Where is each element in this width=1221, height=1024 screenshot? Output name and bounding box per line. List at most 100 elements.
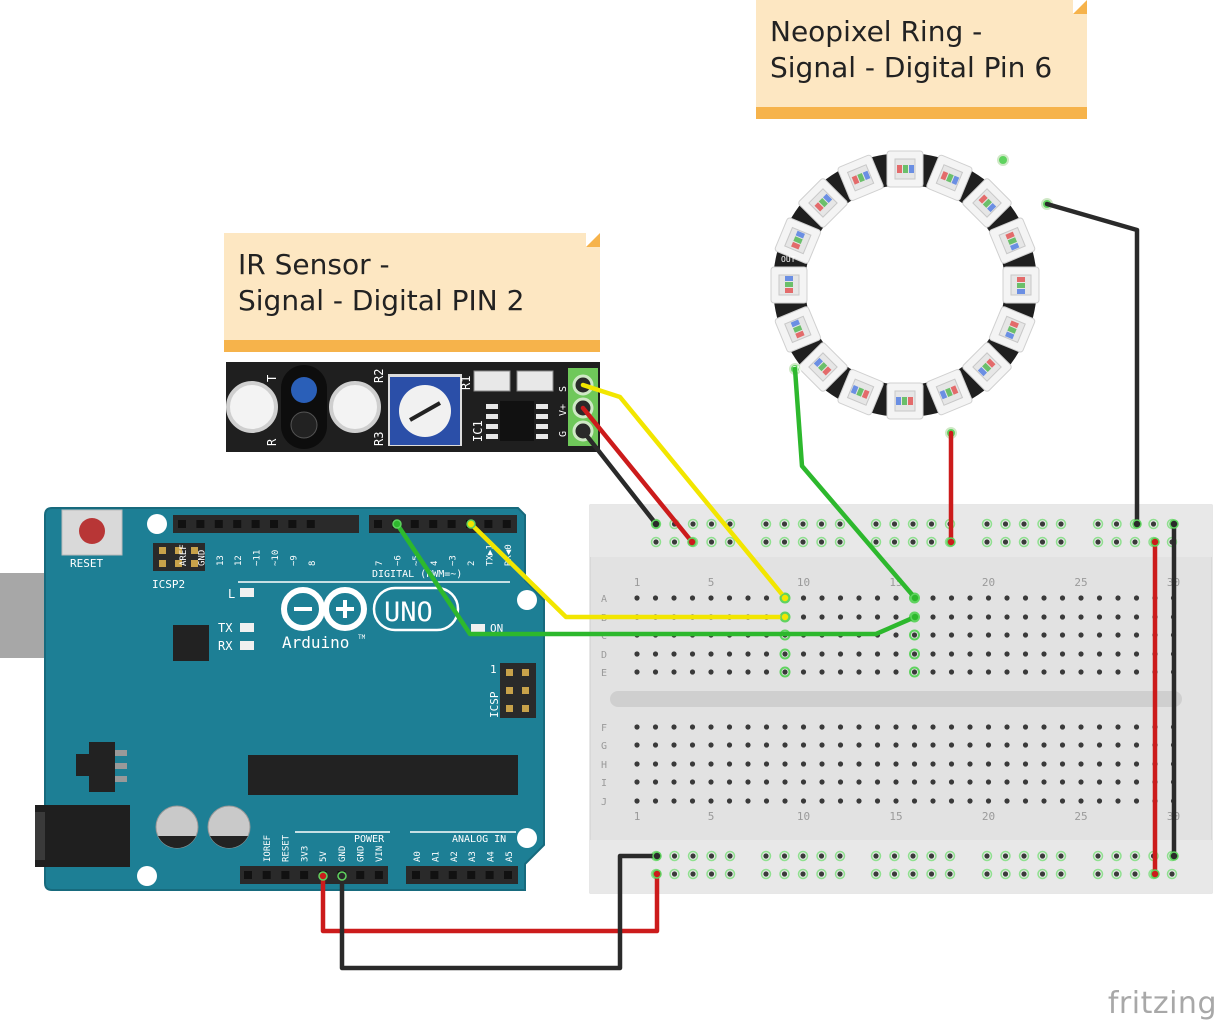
breadboard-hole[interactable] (671, 651, 677, 657)
rail-hole[interactable] (763, 539, 769, 545)
breadboard-hole[interactable] (819, 595, 825, 601)
rail-hole[interactable] (800, 521, 806, 527)
rail-hole[interactable] (1021, 521, 1027, 527)
wire-pin2-signal[interactable] (468, 521, 788, 620)
wire-arduino-gnd[interactable] (339, 853, 660, 971)
breadboard-hole[interactable] (1059, 779, 1066, 785)
header-pin[interactable] (262, 871, 271, 879)
wire-endpoint[interactable] (910, 612, 920, 622)
breadboard-hole[interactable] (634, 779, 640, 785)
breadboard-hole[interactable] (745, 724, 751, 730)
breadboard-hole[interactable] (1022, 669, 1029, 675)
breadboard-hole[interactable] (930, 798, 936, 804)
breadboard-hole[interactable] (1022, 614, 1029, 620)
breadboard-hole[interactable] (1022, 651, 1029, 657)
breadboard-hole[interactable] (782, 669, 788, 675)
breadboard-hole[interactable] (782, 779, 788, 785)
breadboard-hole[interactable] (726, 761, 733, 767)
breadboard-hole[interactable] (874, 724, 881, 730)
breadboard-hole[interactable] (763, 742, 770, 748)
wire-endpoint[interactable] (337, 871, 347, 881)
breadboard-hole[interactable] (1059, 724, 1066, 730)
header-pin[interactable] (410, 520, 419, 528)
rail-hole[interactable] (910, 871, 916, 877)
rail-hole[interactable] (873, 521, 879, 527)
breadboard-hole[interactable] (1059, 632, 1066, 638)
breadboard-hole[interactable] (1133, 632, 1140, 638)
breadboard-hole[interactable] (1059, 669, 1066, 675)
breadboard-hole[interactable] (1004, 761, 1010, 767)
rail-hole[interactable] (837, 871, 843, 877)
breadboard-hole[interactable] (930, 669, 936, 675)
rail-hole[interactable] (781, 853, 788, 859)
header-pin[interactable] (281, 871, 290, 879)
rail-hole[interactable] (671, 871, 678, 877)
breadboard-hole[interactable] (634, 798, 640, 804)
breadboard-hole[interactable] (634, 651, 640, 657)
rail-hole[interactable] (800, 853, 806, 859)
breadboard-hole[interactable] (819, 651, 825, 657)
breadboard-hole[interactable] (800, 798, 807, 804)
breadboard-hole[interactable] (1115, 798, 1121, 804)
breadboard-hole[interactable] (1041, 724, 1047, 730)
breadboard-hole[interactable] (1133, 724, 1140, 730)
breadboard-hole[interactable] (1096, 669, 1103, 675)
rail-hole[interactable] (727, 539, 733, 545)
breadboard-hole[interactable] (967, 669, 973, 675)
rail-hole[interactable] (1132, 871, 1138, 877)
breadboard-hole[interactable] (800, 742, 807, 748)
breadboard-hole[interactable] (689, 669, 696, 675)
breadboard-hole[interactable] (874, 651, 881, 657)
breadboard-hole[interactable] (893, 595, 899, 601)
rail-hole[interactable] (984, 539, 990, 545)
breadboard-hole[interactable] (985, 632, 992, 638)
breadboard-hole[interactable] (800, 614, 807, 620)
breadboard-hole[interactable] (856, 595, 862, 601)
rail-hole[interactable] (1150, 521, 1157, 527)
breadboard-hole[interactable] (911, 632, 918, 638)
rail-hole[interactable] (928, 853, 935, 859)
header-pin[interactable] (502, 520, 511, 528)
breadboard-hole[interactable] (634, 724, 640, 730)
rail-hole[interactable] (1039, 853, 1046, 859)
wire-ir-vcc[interactable] (580, 405, 695, 545)
breadboard-hole[interactable] (745, 651, 751, 657)
breadboard-hole[interactable] (689, 724, 696, 730)
breadboard-hole[interactable] (671, 779, 677, 785)
wire-arduino-5v[interactable] (320, 871, 660, 934)
breadboard-hole[interactable] (652, 595, 659, 601)
breadboard-hole[interactable] (763, 798, 770, 804)
rail-hole[interactable] (690, 871, 696, 877)
breadboard-hole[interactable] (948, 595, 955, 601)
rail-hole[interactable] (873, 853, 879, 859)
breadboard-hole[interactable] (819, 724, 825, 730)
breadboard-hole[interactable] (874, 669, 881, 675)
header-pin[interactable] (484, 520, 493, 528)
breadboard-hole[interactable] (634, 595, 640, 601)
reset-button[interactable] (79, 518, 105, 544)
rail-hole[interactable] (891, 521, 898, 527)
wire-endpoint[interactable] (652, 869, 662, 879)
breadboard-hole[interactable] (819, 742, 825, 748)
breadboard-hole[interactable] (800, 651, 807, 657)
wire-ring-gnd[interactable] (1044, 201, 1140, 527)
breadboard-hole[interactable] (634, 669, 640, 675)
breadboard-hole[interactable] (745, 595, 751, 601)
breadboard-hole[interactable] (911, 669, 918, 675)
breadboard-hole[interactable] (911, 761, 918, 767)
breadboard-hole[interactable] (1041, 761, 1047, 767)
header-pin[interactable] (288, 520, 297, 528)
breadboard-hole[interactable] (893, 779, 899, 785)
breadboard-hole[interactable] (652, 724, 659, 730)
rail-hole[interactable] (984, 853, 990, 859)
rail-hole[interactable] (763, 871, 769, 877)
breadboard-hole[interactable] (1022, 595, 1029, 601)
breadboard-hole[interactable] (671, 669, 677, 675)
breadboard-hole[interactable] (967, 798, 973, 804)
rail-hole[interactable] (910, 853, 916, 859)
breadboard-hole[interactable] (1115, 761, 1121, 767)
header-pin[interactable] (429, 520, 438, 528)
breadboard-hole[interactable] (708, 742, 714, 748)
breadboard-hole[interactable] (930, 761, 936, 767)
breadboard-hole[interactable] (985, 798, 992, 804)
